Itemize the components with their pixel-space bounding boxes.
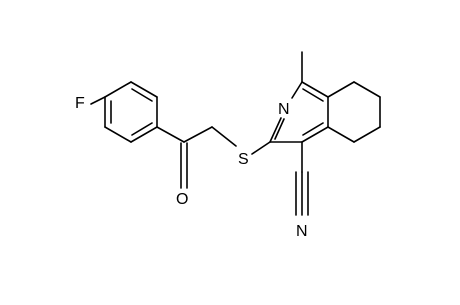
bond-c4a-c4-inner — [302, 122, 324, 136]
bonds — [90, 51, 381, 216]
bond-c5-c6 — [104, 126, 132, 143]
bond-carbonyl-ch2 — [183, 126, 213, 143]
bond-ch2-s — [211, 126, 237, 147]
bond-ring-carbonyl — [156, 126, 185, 143]
bond-c2-c3 — [130, 81, 158, 98]
bond-c2-c3-inner — [131, 88, 153, 102]
bond-n-c1 — [291, 81, 303, 99]
atom-label-oxygen: O — [176, 191, 188, 208]
bond-c4a-c4 — [301, 126, 329, 143]
bond-c1-c8a — [301, 81, 329, 98]
bond-c4-c5 — [130, 126, 158, 143]
bond-c3-n-inner — [274, 118, 285, 140]
bond-c4-c5-inner — [131, 122, 153, 136]
atom-label-sulfur: S — [238, 151, 249, 168]
bond-c3-n — [269, 117, 282, 143]
atom-label-fluorine: F — [75, 95, 85, 112]
bond-c8a-c8 — [327, 81, 355, 98]
bond-c8-c7 — [353, 81, 381, 98]
bond-c5-c4a — [327, 126, 355, 143]
atom-label-nitrile-nitrogen: N — [296, 223, 308, 240]
bond-s-c3 — [251, 141, 271, 155]
atom-label-ring-nitrogen: N — [278, 101, 290, 118]
bond-f-c1 — [90, 96, 106, 105]
bond-c1-c8a-inner — [302, 88, 324, 102]
bond-c6-c5 — [353, 126, 381, 143]
bond-c1-c2 — [104, 81, 132, 98]
